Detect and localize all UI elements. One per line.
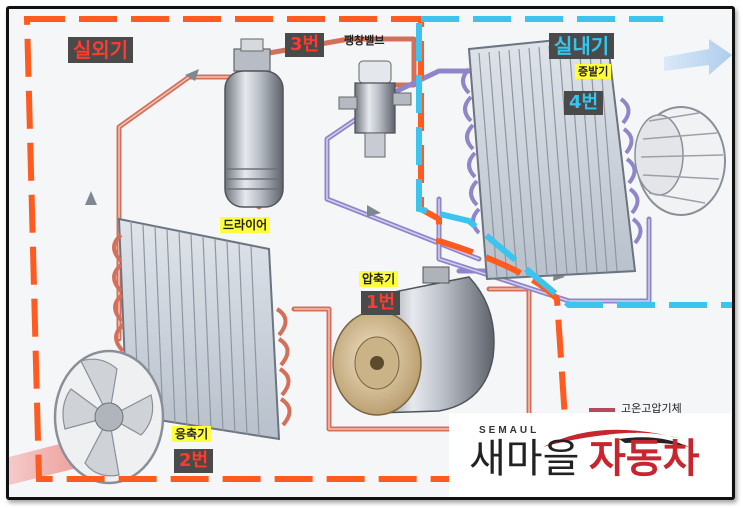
label-number-4: 4번 bbox=[564, 91, 604, 115]
logo-car-swoosh-icon bbox=[543, 429, 689, 447]
compressor-unit bbox=[332, 266, 495, 416]
expansion-valve-unit bbox=[338, 60, 412, 158]
logo-korean-suffix: 자동차 bbox=[589, 436, 700, 482]
blower-fan bbox=[634, 106, 726, 216]
diagram-frame: 실외기 실내기 3번 팽창밸브 증발기 4번 드라이어 압축기 1번 응축기 2… bbox=[6, 6, 735, 500]
legend-high-pressure-gas: 고온고압기체 bbox=[621, 402, 682, 415]
label-number-3: 3번 bbox=[285, 33, 325, 57]
label-condenser: 응축기 bbox=[172, 426, 212, 442]
label-outdoor: 실외기 bbox=[68, 37, 134, 63]
ac-cycle-diagram bbox=[9, 16, 732, 485]
label-compressor: 압축기 bbox=[359, 271, 399, 287]
label-indoor: 실내기 bbox=[549, 33, 615, 59]
outdoor-unit-outline bbox=[23, 16, 573, 482]
logo-korean-prefix: 새마을 bbox=[469, 436, 580, 482]
semaul-logo: SEMAUL 새마을 자동차 bbox=[449, 413, 731, 497]
label-number-2: 2번 bbox=[174, 449, 214, 473]
logo-latin-text: SEMAUL bbox=[479, 425, 540, 436]
label-dryer: 드라이어 bbox=[220, 217, 271, 233]
evaporator-unit bbox=[461, 33, 643, 281]
condenser-fan bbox=[53, 349, 165, 485]
condenser-unit bbox=[112, 217, 292, 441]
label-number-1: 1번 bbox=[361, 291, 401, 315]
label-expansion-valve: 팽창밸브 bbox=[344, 34, 385, 47]
dryer-unit bbox=[224, 38, 284, 208]
cool-air-arrow bbox=[664, 39, 732, 75]
label-evaporator: 증발기 bbox=[575, 64, 612, 79]
indoor-unit-outline bbox=[416, 16, 732, 308]
